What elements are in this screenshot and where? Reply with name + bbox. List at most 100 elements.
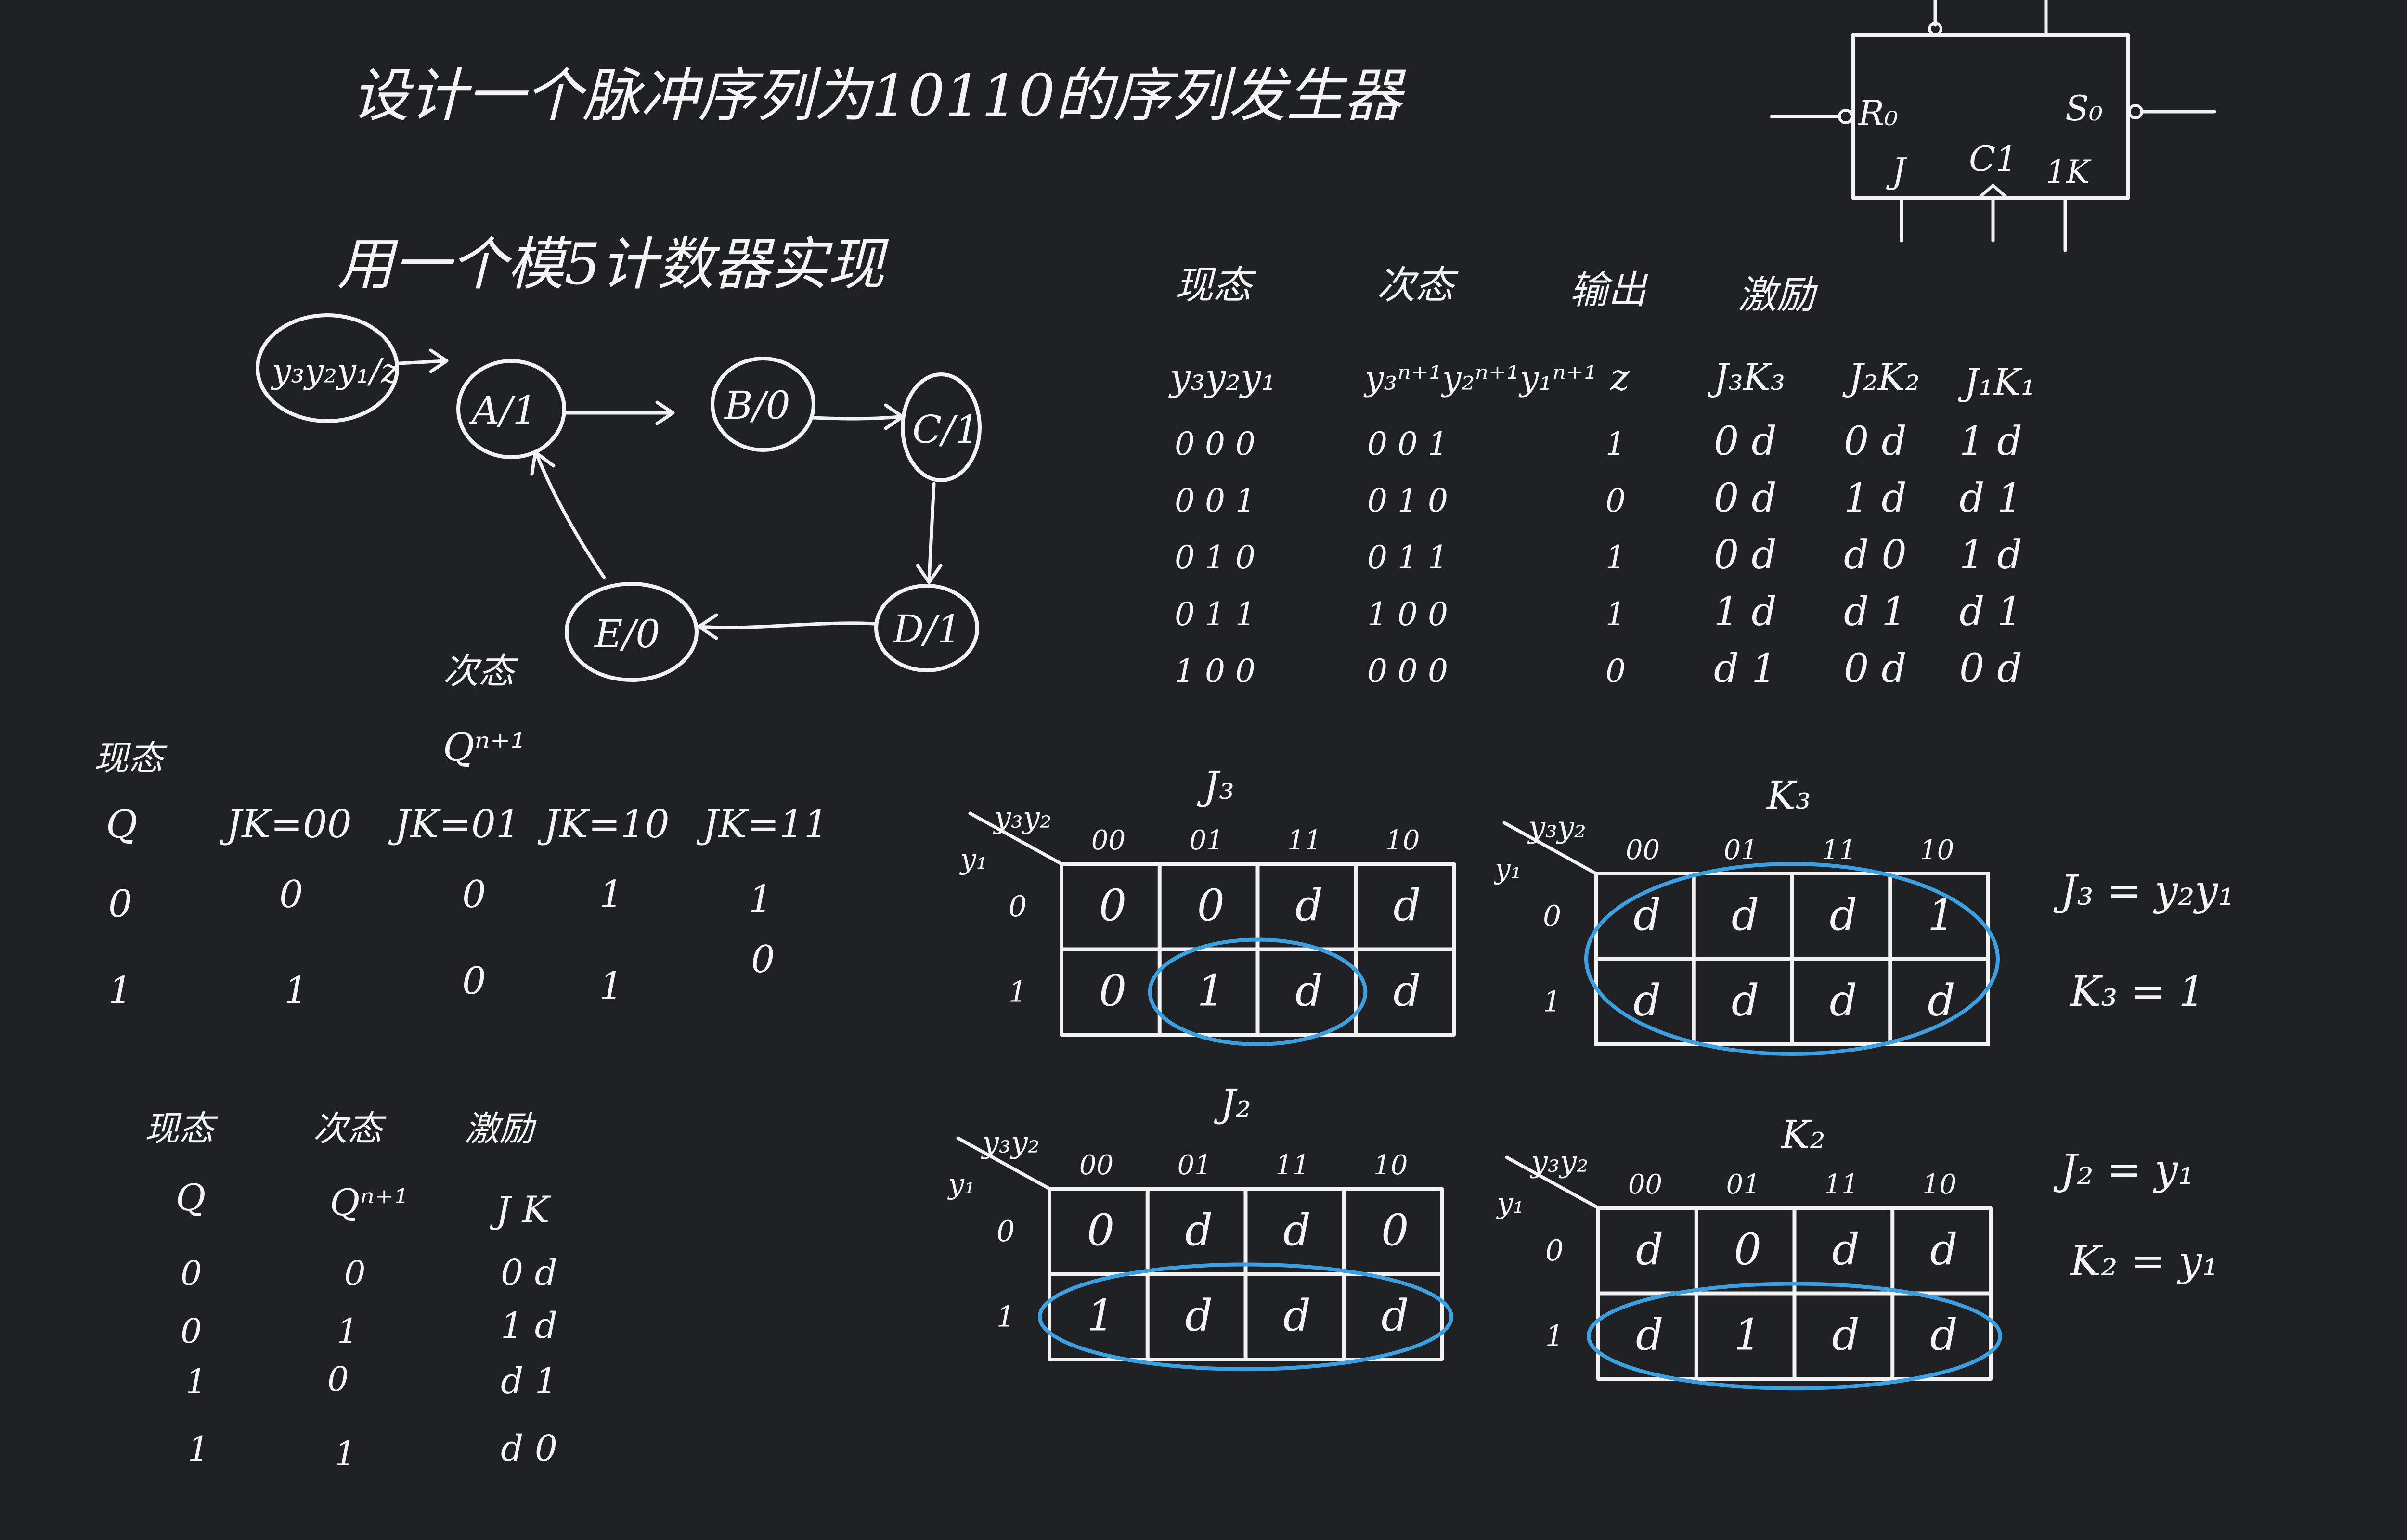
state-table-cell: d 0 bbox=[1844, 532, 1907, 578]
exc-cell: d 0 bbox=[501, 1428, 557, 1469]
state-table-cell: 1 0 0 bbox=[1175, 653, 1255, 690]
exc-cell: 0 bbox=[327, 1360, 349, 1399]
state-table-cell: 0 d bbox=[1714, 532, 1777, 578]
exc-cell: 1 d bbox=[501, 1305, 557, 1347]
kmap-corner-diagonal bbox=[1502, 821, 1598, 875]
kmap-corner-top: y₃y₂ bbox=[981, 1125, 1040, 1160]
state-d-label: D/1 bbox=[892, 607, 961, 652]
kmap-cell: 1 bbox=[1734, 1309, 1761, 1360]
kmap-corner-top: y₃y₂ bbox=[1527, 809, 1586, 845]
state-table-cell: 0 0 1 bbox=[1367, 425, 1448, 462]
kmap-col-label: 11 bbox=[1287, 825, 1321, 856]
kmap-col-label: 00 bbox=[1079, 1150, 1113, 1181]
state-table-cell: 1 bbox=[1605, 425, 1626, 462]
page-title: 设计一个脉冲序列为10110的序列发生器 bbox=[351, 63, 1406, 129]
kmap-cell: 0 bbox=[1381, 1205, 1409, 1256]
kmap-cell: d bbox=[1930, 1224, 1958, 1275]
char-cell: 0 bbox=[751, 938, 775, 981]
state-table-cell: 0 d bbox=[1714, 475, 1777, 521]
ff-reset-label: R₀ bbox=[1857, 93, 1898, 133]
equation-k3: K₃ = 1 bbox=[2069, 968, 2205, 1016]
next-state-label: 次态 bbox=[443, 651, 519, 692]
exc-cell: 1 bbox=[337, 1311, 359, 1351]
st-col-j1k1: J₁K₁ bbox=[1958, 360, 2035, 403]
kmap-grouping-loop bbox=[1038, 1262, 1453, 1371]
char-cell: 0 bbox=[279, 873, 303, 916]
state-table-cell: 0 1 1 bbox=[1367, 539, 1448, 576]
kmap-cell: 0 bbox=[1099, 880, 1126, 931]
ff-k-label: 1K bbox=[2046, 154, 2092, 191]
kmap-corner-left: y₁ bbox=[959, 843, 987, 875]
st-col-j3k3: J₃K₃ bbox=[1708, 356, 1785, 398]
state-table-cell: 1 d bbox=[1714, 589, 1777, 635]
char-col-jk01: JK=01 bbox=[388, 802, 520, 847]
equation-k2: K₂ = y₁ bbox=[2069, 1237, 2219, 1285]
exc-header-excitation: 激励 bbox=[465, 1108, 537, 1149]
kmap-col-label: 01 bbox=[1190, 825, 1224, 856]
st-col-j2k2: J₂K₂ bbox=[1842, 356, 1920, 398]
legend-label: y₃y₂y₁/z bbox=[271, 351, 399, 391]
state-table-cell: 0 1 0 bbox=[1367, 482, 1448, 519]
legend-bubble bbox=[256, 313, 399, 423]
char-cell: 1 bbox=[749, 878, 773, 921]
kmap-cell: d bbox=[1832, 1309, 1860, 1360]
char-row-0: 0 0 0 1 1 bbox=[108, 873, 773, 926]
kmap-corner-left: y₁ bbox=[1493, 852, 1522, 885]
exc-header-present: 现态 bbox=[144, 1108, 218, 1149]
kmap-col-label: 01 bbox=[1726, 1169, 1760, 1200]
exc-cell: 1 bbox=[185, 1362, 207, 1401]
kmap-col-label: 00 bbox=[1628, 1169, 1662, 1200]
ff-j-label: J bbox=[1886, 151, 1908, 191]
kmap-row-label: 0 bbox=[996, 1215, 1015, 1248]
state-table-cell: 0 1 1 bbox=[1175, 596, 1255, 633]
state-table-cell: 1 0 0 bbox=[1367, 596, 1448, 633]
kmap-corner-diagonal bbox=[956, 1136, 1051, 1191]
kmap-title: J₃ bbox=[1197, 763, 1234, 808]
state-node-a bbox=[456, 359, 566, 459]
kmap-row-label: 0 bbox=[1543, 899, 1561, 933]
char-cell: 1 bbox=[108, 969, 132, 1013]
char-cell: 0 bbox=[108, 883, 132, 926]
exc-sub-qn1: Qⁿ⁺¹ bbox=[330, 1181, 409, 1224]
kmap-col-label: 10 bbox=[1373, 1150, 1408, 1181]
state-table-cell: 0 bbox=[1605, 653, 1626, 690]
state-table-cell: d 1 bbox=[1959, 475, 2022, 521]
state-e-label: E/0 bbox=[594, 612, 660, 656]
kmap-row-label: 1 bbox=[1543, 985, 1561, 1018]
state-table-cell: 0 d bbox=[1714, 419, 1777, 464]
kmap-col-label: 11 bbox=[1824, 1169, 1858, 1200]
st-col-z: z bbox=[1610, 356, 1630, 398]
st-col-present: y₃y₂y₁ bbox=[1168, 356, 1276, 398]
kmap-col-label: 10 bbox=[1385, 825, 1420, 856]
kmap-cell: d bbox=[1381, 1290, 1409, 1341]
kmap-cell: d bbox=[1295, 880, 1323, 931]
kmap-cell: d bbox=[1732, 890, 1760, 940]
state-c-label: C/1 bbox=[912, 407, 979, 452]
subtitle: 用一个模5计数器实现 bbox=[337, 231, 889, 297]
kmap-cell: 0 bbox=[1734, 1224, 1761, 1275]
exc-cell: 0 bbox=[344, 1254, 366, 1293]
next-state-symbol: Qⁿ⁺¹ bbox=[443, 725, 526, 770]
char-col-q: Q bbox=[106, 802, 138, 847]
exc-sub-jk: J K bbox=[490, 1188, 552, 1231]
state-transition-table: 现态 次态 输出 激励 y₃y₂y₁ y₃ⁿ⁺¹y₂ⁿ⁺¹y₁ⁿ⁺¹ z J₃K… bbox=[1168, 263, 2035, 403]
kmap-corner-top: y₃y₂ bbox=[993, 800, 1052, 835]
state-table-cell: 1 d bbox=[1959, 419, 2022, 464]
char-row-1: 1 1 0 1 0 bbox=[108, 938, 775, 1013]
state-table-cell: 0 d bbox=[1844, 419, 1907, 464]
kmap-col-label: 00 bbox=[1626, 834, 1660, 866]
st-group-excitation: 激励 bbox=[1738, 272, 1818, 317]
st-group-present: 现态 bbox=[1175, 263, 1256, 308]
state-node-c bbox=[901, 372, 982, 482]
kmap-cell: d bbox=[1393, 880, 1421, 931]
char-cell: 1 bbox=[284, 969, 308, 1013]
exc-cell: 1 bbox=[188, 1429, 209, 1469]
kmap-cell: d bbox=[1930, 1309, 1958, 1360]
kmap-cell: d bbox=[1636, 1309, 1664, 1360]
